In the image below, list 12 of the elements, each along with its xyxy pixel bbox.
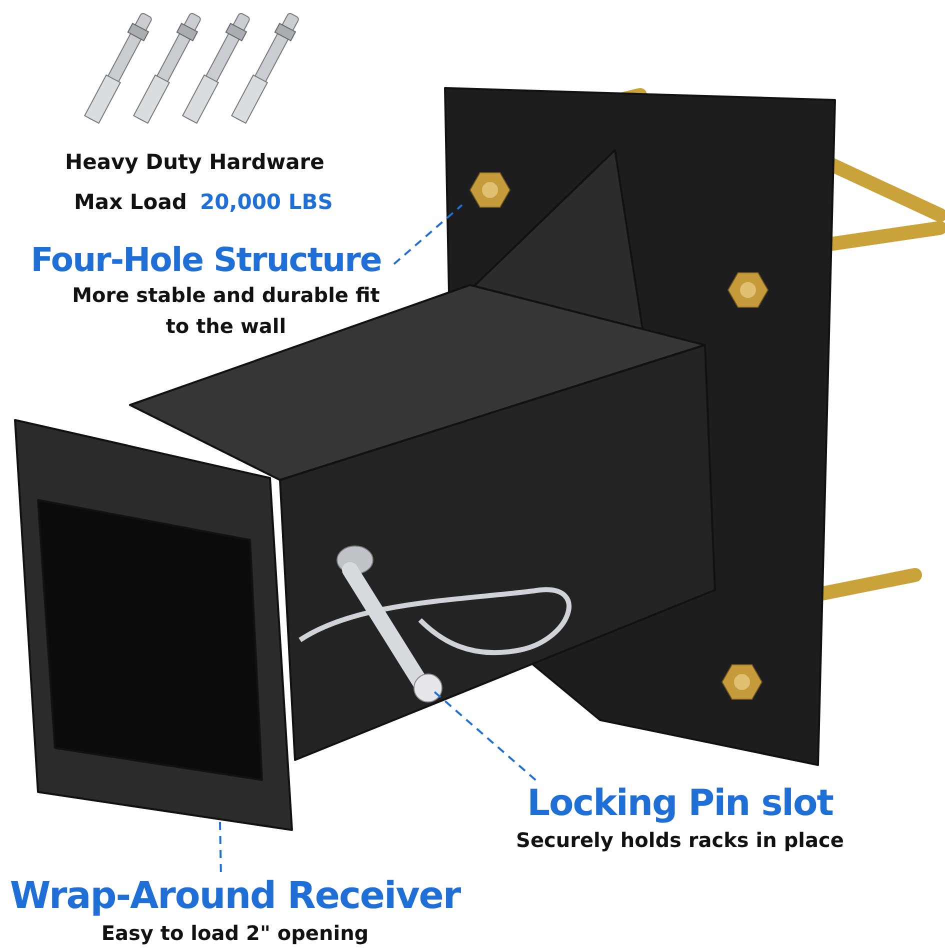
load-label: Max Load [74,190,187,214]
callout-description: Securely holds racks in place [515,827,845,854]
leader-line [219,822,222,872]
hardware-title: Heavy Duty Hardware [65,150,324,174]
callout-description: Easy to load 2" opening [100,920,370,948]
callout-description: More stable and durable fit to the wall [71,282,381,340]
leader-line [393,204,463,265]
callout-title: Wrap-Around Receiver [8,874,462,918]
load-value: 20,000 LBS [200,190,333,214]
callout-title: Locking Pin slot [526,782,834,826]
leader-line [429,687,536,781]
callout-title: Four-Hole Structure [30,240,382,280]
